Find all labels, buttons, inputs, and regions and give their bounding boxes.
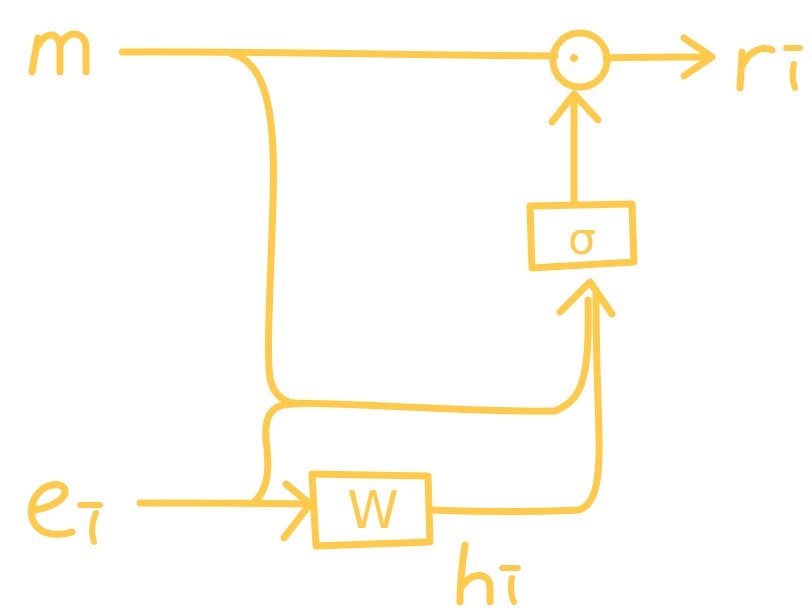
edge-junction-to-sigma xyxy=(286,296,592,415)
arrow-head-r xyxy=(680,34,716,80)
box-W: W xyxy=(308,470,434,550)
box-sigma-label: σ xyxy=(568,214,596,265)
box-W-label: W xyxy=(347,481,398,541)
arrow-head-W xyxy=(280,480,314,542)
arrow-head-sigma xyxy=(556,278,616,318)
box-sigma: σ xyxy=(526,200,638,272)
edge-m-to-operator xyxy=(118,48,559,60)
arrow-head-operator xyxy=(548,90,602,126)
label-r-i xyxy=(736,45,803,92)
edge-e-to-W xyxy=(136,499,314,508)
operator-node xyxy=(549,29,611,91)
label-h-i xyxy=(456,541,521,606)
edge-m-branch xyxy=(228,50,304,408)
edge-operator-to-r xyxy=(602,53,716,62)
edge-e-branch xyxy=(250,400,298,506)
edge-h-to-sigma xyxy=(426,286,603,515)
label-m xyxy=(28,30,90,76)
label-e-i xyxy=(27,481,103,545)
